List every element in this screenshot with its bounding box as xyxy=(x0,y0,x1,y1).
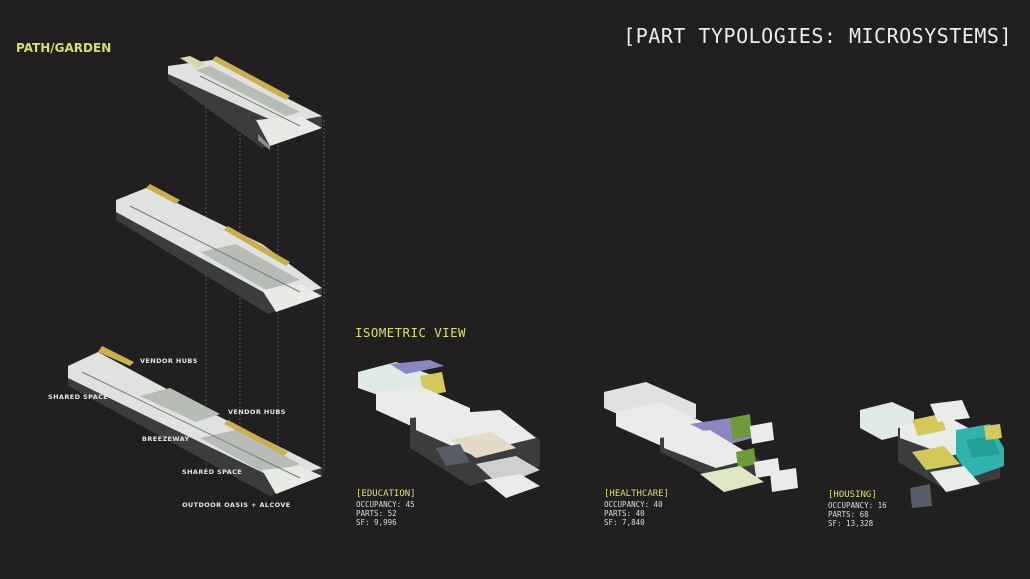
typology-parts: PARTS: 68 xyxy=(828,510,869,519)
education-cluster xyxy=(358,360,540,498)
healthcare-cluster xyxy=(604,382,798,492)
typology-parts: PARTS: 52 xyxy=(356,509,397,518)
isometric-view-label: ISOMETRIC VIEW xyxy=(355,325,466,340)
callout-breezeway: BREEZEWAY xyxy=(142,435,190,443)
typology-occupancy: OCCUPANCY: 16 xyxy=(828,501,887,510)
typology-occupancy: OCCUPANCY: 45 xyxy=(356,500,415,509)
path-layer-bottom xyxy=(68,346,322,496)
typology-housing: [HOUSING] OCCUPANCY: 16 PARTS: 68 SF: 13… xyxy=(828,490,887,528)
page-title: [PART TYPOLOGIES: MICROSYSTEMS] xyxy=(623,24,1012,48)
typology-name: [EDUCATION] xyxy=(356,489,416,499)
housing-cluster xyxy=(860,400,1004,508)
callout-outdoor-oasis: OUTDOOR OASIS + ALCOVE xyxy=(182,501,291,509)
callout-shared-space-1: SHARED SPACE xyxy=(48,393,109,401)
typology-parts: PARTS: 40 xyxy=(604,509,645,518)
typology-sf: SF: 13,328 xyxy=(828,519,874,528)
path-layer-top xyxy=(168,56,322,150)
typology-name: [HEALTHCARE] xyxy=(604,489,670,499)
typology-education: [EDUCATION] OCCUPANCY: 45 PARTS: 52 SF: … xyxy=(356,489,416,527)
typology-sf: SF: 9,996 xyxy=(356,518,397,527)
path-layer-middle xyxy=(116,184,322,314)
typology-name: [HOUSING] xyxy=(828,490,877,500)
typology-healthcare: [HEALTHCARE] OCCUPANCY: 40 PARTS: 40 SF:… xyxy=(604,489,669,527)
path-garden-label: PATH/GARDEN xyxy=(16,41,112,55)
typology-occupancy: OCCUPANCY: 40 xyxy=(604,500,663,509)
typology-sf: SF: 7,840 xyxy=(604,518,645,527)
callout-vendor-hubs-2: VENDOR HUBS xyxy=(228,408,286,416)
callout-vendor-hubs-1: VENDOR HUBS xyxy=(140,357,198,365)
callout-shared-space-2: SHARED SPACE xyxy=(182,468,243,476)
